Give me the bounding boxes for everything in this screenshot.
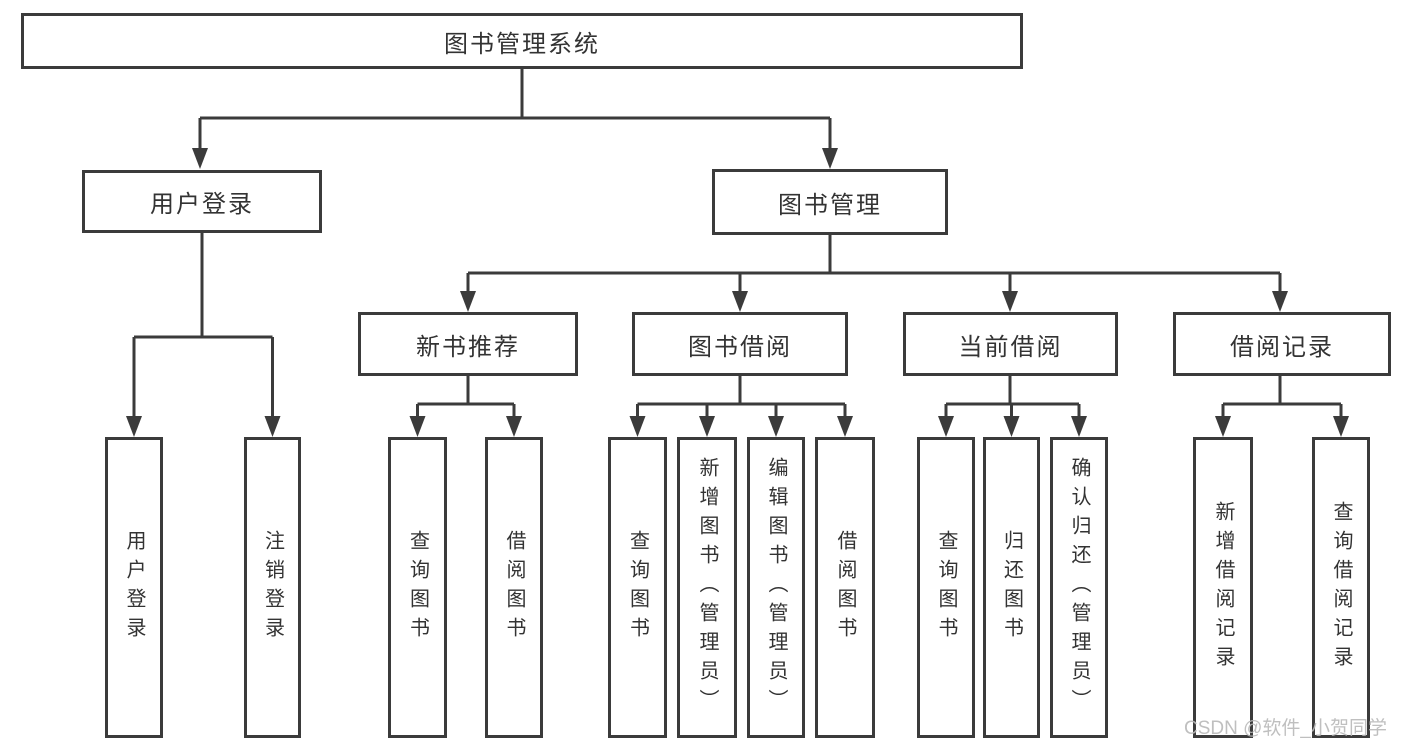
- leaf-query-books: 查询图书: [608, 437, 667, 738]
- node-label: 图书管理: [778, 191, 882, 219]
- arrowhead-down: [699, 416, 715, 437]
- node-current-borrow: 当前借阅: [903, 312, 1118, 376]
- arrowhead-down: [629, 416, 646, 437]
- arrowhead-down: [1272, 291, 1288, 312]
- arrowhead-down: [264, 416, 281, 437]
- arrowhead-down: [1215, 416, 1231, 437]
- node-label: 新书推荐: [416, 333, 520, 361]
- node-label: 查询图书: [406, 529, 429, 646]
- leaf-borrow-books: 借阅图书: [815, 437, 875, 738]
- node-label: 查询借阅记录: [1330, 500, 1352, 675]
- node-root: 图书管理系统: [21, 13, 1023, 69]
- arrowhead-down: [822, 148, 838, 169]
- node-user-login: 用户登录: [82, 170, 322, 233]
- leaf-return-books: 归还图书: [983, 437, 1040, 738]
- arrowhead-down: [768, 416, 784, 437]
- connector-path: [132, 69, 1343, 418]
- node-label: 归还图书: [1000, 529, 1023, 646]
- leaf-query-books: 查询图书: [388, 437, 447, 738]
- node-label: 新增借阅记录: [1212, 500, 1234, 675]
- node-label: 新增图书（管理员）: [696, 457, 718, 718]
- arrowhead-down: [126, 416, 142, 437]
- node-new-book-recommend: 新书推荐: [358, 312, 578, 376]
- leaf-logout: 注销登录: [244, 437, 301, 738]
- arrowhead-down: [938, 416, 954, 437]
- node-borrow-record: 借阅记录: [1173, 312, 1391, 376]
- node-label: 图书管理系统: [444, 30, 600, 58]
- leaf-add-borrow-record: 新增借阅记录: [1193, 437, 1253, 738]
- node-label: 图书借阅: [688, 333, 792, 361]
- leaf-query-books: 查询图书: [917, 437, 975, 738]
- arrowhead-down: [1071, 416, 1087, 437]
- node-label: 借阅图书: [834, 529, 856, 646]
- csdn-watermark: CSDN @软件_小贺同学: [1184, 718, 1387, 739]
- arrowhead-down: [409, 416, 426, 437]
- leaf-add-books-admin: 新增图书（管理员）: [677, 437, 737, 738]
- node-label: 编辑图书（管理员）: [765, 457, 787, 718]
- node-label: 查询图书: [626, 529, 649, 646]
- arrowhead-down: [192, 148, 208, 169]
- arrowhead-down: [1333, 416, 1349, 437]
- node-book-management: 图书管理: [712, 169, 948, 235]
- node-label: 借阅图书: [503, 529, 525, 646]
- leaf-edit-books-admin: 编辑图书（管理员）: [747, 437, 805, 738]
- node-label: 注销登录: [261, 529, 284, 646]
- arrowhead-down: [460, 291, 476, 312]
- leaf-borrow-books: 借阅图书: [485, 437, 543, 738]
- arrowhead-down: [506, 416, 522, 437]
- leaf-confirm-return-admin: 确认归还（管理员）: [1050, 437, 1108, 738]
- node-label: 借阅记录: [1230, 333, 1334, 361]
- node-book-borrow: 图书借阅: [632, 312, 848, 376]
- node-label: 查询图书: [935, 529, 957, 646]
- arrowhead-down: [1002, 291, 1018, 312]
- node-label: 用户登录: [123, 529, 145, 646]
- node-label: 用户登录: [150, 191, 254, 218]
- leaf-query-borrow-record: 查询借阅记录: [1312, 437, 1370, 738]
- arrowhead-down: [1003, 416, 1020, 437]
- arrowhead-down: [732, 291, 748, 312]
- node-label: 当前借阅: [958, 333, 1063, 361]
- arrowhead-down: [837, 416, 853, 437]
- node-label: 确认归还（管理员）: [1068, 457, 1090, 718]
- leaf-user-login: 用户登录: [105, 437, 163, 738]
